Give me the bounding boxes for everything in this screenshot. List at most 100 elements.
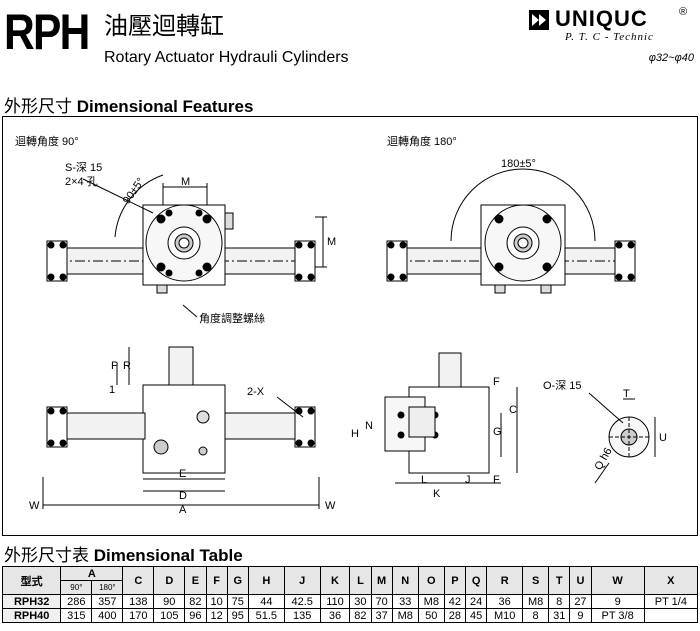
dim-R: R <box>123 360 131 372</box>
cell-T: 8 <box>548 594 571 609</box>
features-heading-en: Dimensional Features <box>76 97 254 116</box>
dimensional-drawing: 迴轉角度 90° 迴轉角度 180° S-深 15 2×4 孔 90±5° 18… <box>15 134 667 516</box>
table-heading-zh: 外形尺寸表 <box>4 546 89 565</box>
cell-H: 51.5 <box>247 608 285 623</box>
dim-G: G <box>493 426 502 438</box>
cell-D: 105 <box>153 608 186 623</box>
cell-D: 90 <box>153 594 186 609</box>
cell-O: 50 <box>417 608 445 623</box>
col-K: K <box>319 566 351 595</box>
cell-T: 31 <box>548 608 571 623</box>
col-J: J <box>283 566 321 595</box>
cell-U: 9 <box>569 608 592 623</box>
col-W: W <box>590 566 645 595</box>
col-G: G <box>226 566 249 595</box>
col-A-180: 180° <box>91 580 124 595</box>
col-U: U <box>569 566 592 595</box>
dim-P: P <box>111 360 118 372</box>
dim-L: L <box>421 474 427 486</box>
cell-C: 170 <box>122 608 155 623</box>
dim-W-left: W <box>29 500 40 512</box>
cell-G: 95 <box>226 608 249 623</box>
cell-S: 8 <box>522 608 550 623</box>
cell-K: 110 <box>319 594 351 609</box>
cell-X <box>643 608 699 623</box>
cell-A-180: 357 <box>91 594 124 609</box>
dimension-table: 型式 A C D E F G H J K L M N O P Q R S T U… <box>1 566 699 623</box>
col-N: N <box>391 566 419 595</box>
dim-M-top: M <box>181 176 190 188</box>
dim-K: K <box>433 488 441 500</box>
dim-U: U <box>659 432 667 444</box>
label-angle-180: 180±5° <box>501 158 536 170</box>
label-view-180: 迴轉角度 180° <box>387 134 457 148</box>
label-angle-90: 90±5° <box>121 176 147 206</box>
cell-model: RPH32 <box>1 594 62 609</box>
features-heading-zh: 外形尺寸 <box>4 97 72 116</box>
cell-P: 42 <box>443 594 467 609</box>
shaft-view <box>588 392 656 484</box>
cell-F: 10 <box>205 594 228 609</box>
cell-S: M8 <box>522 594 550 609</box>
front-view <box>42 346 320 509</box>
dim-D: D <box>179 490 187 502</box>
cell-E: 96 <box>184 608 207 623</box>
cell-F: 12 <box>205 608 228 623</box>
dim-E: E <box>179 468 186 480</box>
dim-M-side: M <box>327 236 336 248</box>
dim-A: A <box>179 504 187 516</box>
col-F: F <box>205 566 228 595</box>
cell-A-180: 400 <box>91 608 124 623</box>
dim-N: N <box>365 420 373 432</box>
side-view <box>384 352 518 484</box>
cell-K: 36 <box>319 608 351 623</box>
table-heading: 外形尺寸表 Dimensional Table <box>4 541 243 566</box>
cell-Q: 45 <box>465 608 488 623</box>
title-chinese: 油壓迴轉缸 <box>104 12 224 40</box>
title-english: Rotary Actuator Hydrauli Cylinders <box>104 49 349 66</box>
cell-W: 9 <box>590 594 645 609</box>
dim-H: H <box>351 428 359 440</box>
dim-F-top: F <box>493 376 500 388</box>
col-O: O <box>417 566 445 595</box>
dim-Q: Q h6 <box>592 446 614 473</box>
bore-range: φ32~φ40 <box>648 52 694 64</box>
col-A: A <box>60 566 124 581</box>
col-Q: Q <box>465 566 488 595</box>
model-code: RPH <box>4 4 90 60</box>
dim-F-bottom: F <box>493 474 500 486</box>
table-heading-en: Dimensional Table <box>93 546 243 565</box>
cell-J: 42.5 <box>283 594 321 609</box>
cell-M: 37 <box>370 608 393 623</box>
cell-R: M10 <box>486 608 524 623</box>
col-C: C <box>122 566 155 595</box>
col-R: R <box>486 566 524 595</box>
dim-C: C <box>509 404 517 416</box>
cell-N: M8 <box>391 608 419 623</box>
cell-E: 82 <box>184 594 207 609</box>
dim-W-right: W <box>325 500 336 512</box>
brand-name: UNIQUC <box>555 6 648 31</box>
cell-C: 138 <box>122 594 155 609</box>
cell-U: 27 <box>569 594 592 609</box>
cell-J: 135 <box>283 608 321 623</box>
features-heading: 外形尺寸 Dimensional Features <box>4 92 253 117</box>
cell-H: 44 <box>247 594 285 609</box>
brand-subtitle: P. T. C - Technic <box>565 31 654 43</box>
cell-X: PT 1/4 <box>643 594 699 609</box>
cell-L: 30 <box>349 594 372 609</box>
drawing-panel: 迴轉角度 90° 迴轉角度 180° S-深 15 2×4 孔 90±5° 18… <box>2 116 698 536</box>
cell-O: M8 <box>417 594 445 609</box>
col-E: E <box>184 566 207 595</box>
label-adjust-screw: 角度調整螺絲 <box>199 311 265 325</box>
col-model: 型式 <box>1 566 62 595</box>
top-view-180 <box>386 168 636 294</box>
col-L: L <box>349 566 372 595</box>
cell-L: 82 <box>349 608 372 623</box>
table-header-row: 型式 A C D E F G H J K L M N O P Q R S T U… <box>1 566 699 595</box>
col-A-90: 90° <box>60 580 93 595</box>
brand-registered: ® <box>679 6 688 18</box>
